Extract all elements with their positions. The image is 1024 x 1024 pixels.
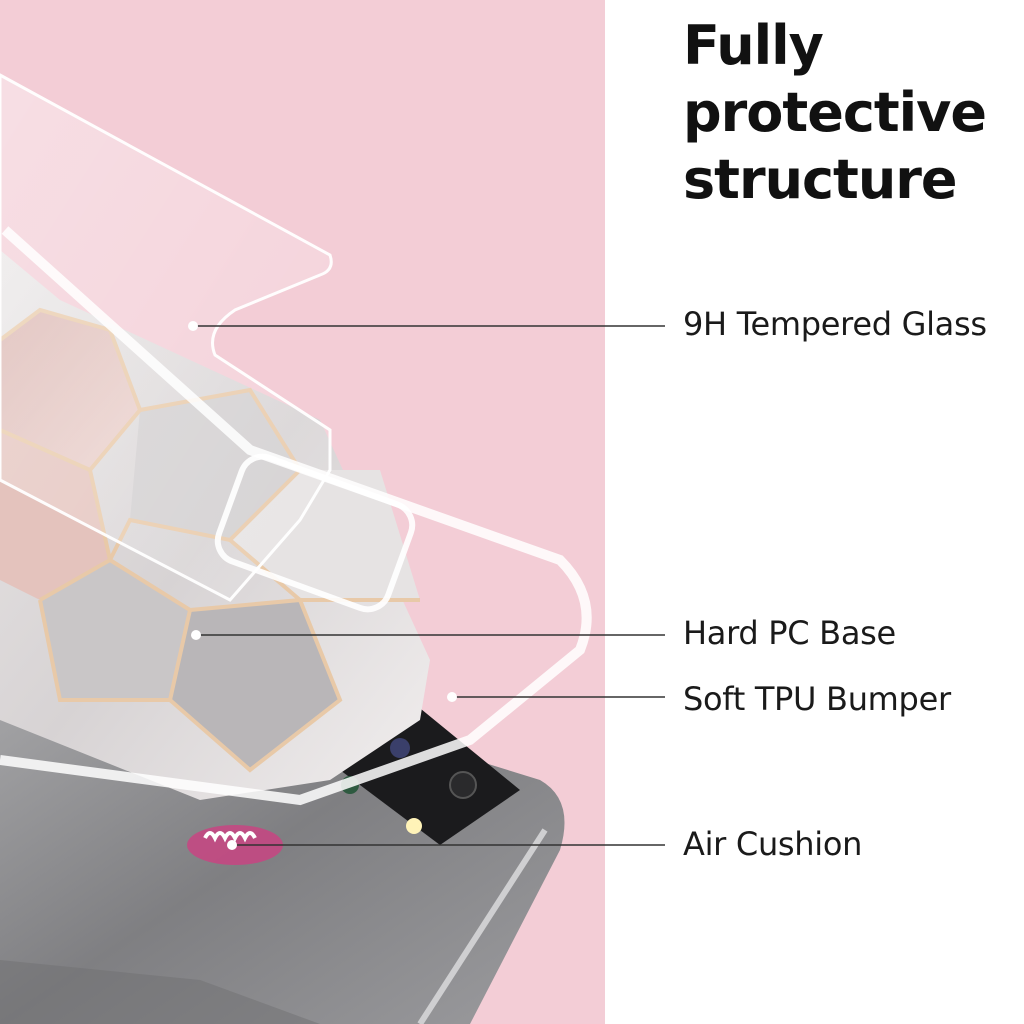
headline-line-3: structure: [683, 148, 958, 211]
headline: Fully protective structure: [683, 12, 987, 213]
headline-line-2: protective: [683, 81, 987, 144]
text-panel: [605, 0, 1024, 1024]
callout-soft-tpu-bumper: Soft TPU Bumper: [683, 680, 951, 718]
callout-air-cushion: Air Cushion: [683, 825, 863, 863]
tempered-glass: [0, 73, 333, 602]
callout-hard-pc-base: Hard PC Base: [683, 614, 896, 652]
headline-line-1: Fully: [683, 14, 824, 77]
air-cushion-corner: [187, 825, 283, 865]
callout-tempered-glass: 9H Tempered Glass: [683, 305, 987, 343]
product-photo: [0, 0, 605, 1024]
exploded-case-illustration: [0, 73, 592, 1024]
